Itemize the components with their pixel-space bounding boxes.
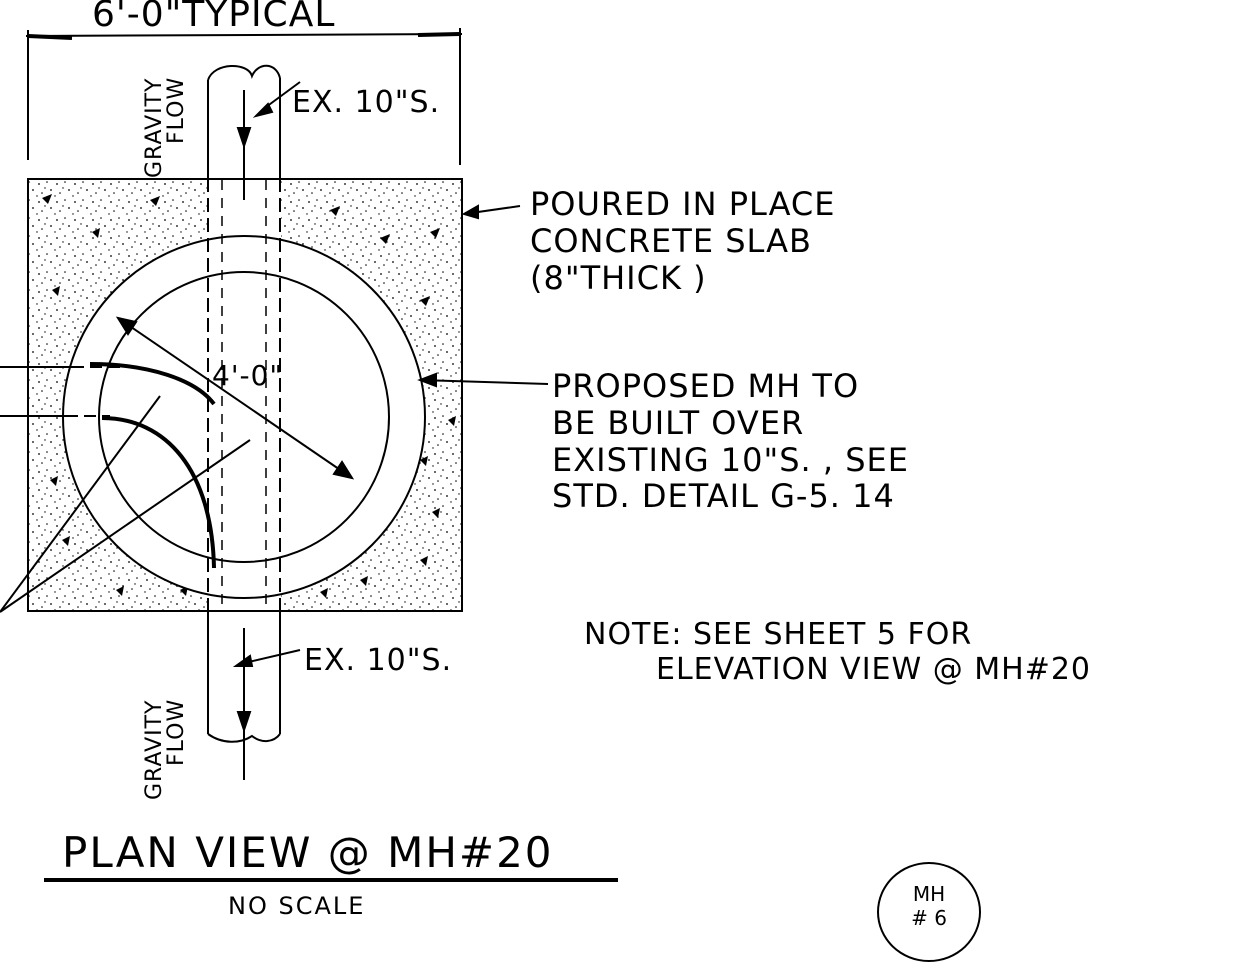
flow-top-line1: GRAVITY [142, 77, 167, 179]
concrete-slab [27, 178, 463, 612]
pipe-bottom-label: EX. 10"S. [304, 643, 453, 678]
sheet-note-line1: NOTE: SEE SHEET 5 FOR [584, 617, 973, 652]
slab-note: POURED IN PLACE CONCRETE SLAB (8"THICK ) [530, 186, 835, 296]
diameter-dimension [115, 316, 355, 480]
flow-bottom-line1: GRAVITY [142, 699, 167, 801]
manhole-note: PROPOSED MH TO BE BUILT OVER EXISTING 10… [552, 368, 909, 515]
dimension-line [25, 28, 463, 165]
slab-note-line3: (8"THICK ) [530, 258, 707, 297]
slab-note-line2: CONCRETE SLAB [530, 221, 812, 260]
mh-note-line4: STD. DETAIL G-5. 14 [552, 477, 895, 516]
mh-note-line2: BE BUILT OVER [552, 403, 805, 442]
badge-line2: # 6 [911, 906, 947, 930]
flow-arrows [236, 90, 252, 780]
mh-note-line3: EXISTING 10"S. , SEE [552, 440, 909, 479]
leader-lines [0, 81, 549, 667]
sheet-note-line2: ELEVATION VIEW @ MH#20 [656, 651, 1091, 687]
dimension-label: 6'-0"TYPICAL [92, 0, 336, 35]
flow-bottom-line2: FLOW [164, 698, 189, 766]
mh-note-line1: PROPOSED MH TO [552, 367, 860, 405]
diameter-label: 4'-0" [212, 359, 284, 392]
existing-pipe [207, 64, 281, 743]
channel [0, 362, 216, 569]
sheet-note: NOTE: SEE SHEET 5 FOR ELEVATION VIEW @ M… [584, 617, 1091, 687]
slab-note-line1: POURED IN PLACE [530, 185, 836, 223]
badge-line1: MH [912, 882, 946, 906]
drawing-title: PLAN VIEW @ MH#20 [62, 828, 554, 877]
flow-top-line2: FLOW [164, 76, 189, 144]
scale-label: NO SCALE [228, 892, 366, 920]
manhole-badge: MH # 6 [877, 862, 981, 962]
flow-bottom-label: GRAVITY FLOW [142, 698, 189, 801]
flow-top-label: GRAVITY FLOW [142, 76, 189, 179]
pipe-top-label: EX. 10"S. [292, 85, 441, 120]
